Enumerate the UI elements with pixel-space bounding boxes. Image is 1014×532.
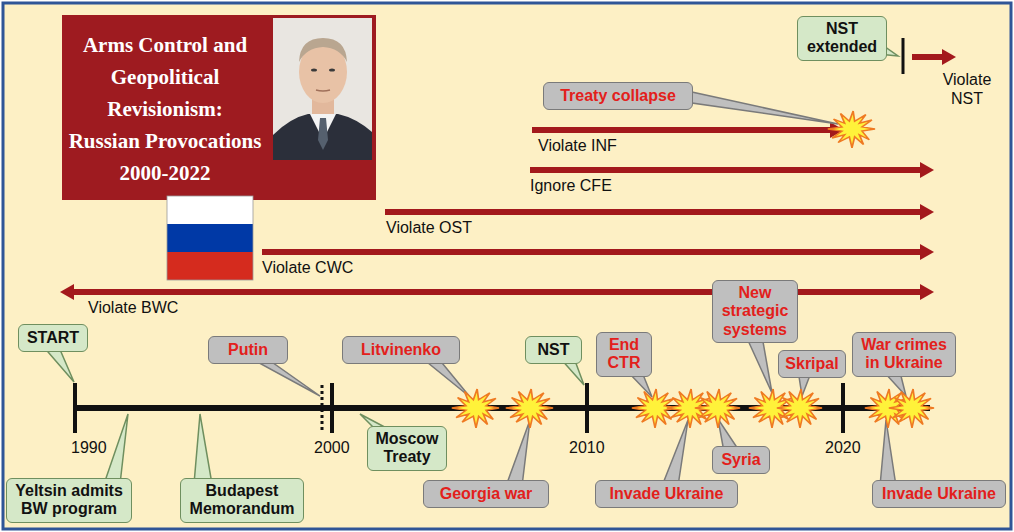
event-burst <box>695 389 740 428</box>
callout-text: Treaty collapse <box>560 87 676 105</box>
flag-stripe <box>167 252 253 280</box>
treaty-callout: Budapest Memorandum <box>180 478 304 523</box>
portrait-eye <box>311 68 317 71</box>
year-label: 2010 <box>569 438 605 457</box>
decade-tick <box>330 383 334 433</box>
callout-text: Yeltsin admits BW program <box>11 482 127 519</box>
title-block: Arms Control and Geopolitical Revisionis… <box>60 29 270 189</box>
event-burst <box>777 389 822 428</box>
treaty-callout: START <box>18 324 88 352</box>
callout-pointer <box>746 336 772 393</box>
callout-pointer <box>104 414 128 484</box>
portrait <box>273 18 372 160</box>
event-burst <box>828 111 875 148</box>
treaty-callout: NST extended <box>797 16 887 61</box>
callout-text: NST <box>538 341 570 359</box>
provocation-callout: Putin <box>208 336 288 364</box>
dotted-marker <box>321 385 324 431</box>
arrow-label: Ignore CFE <box>530 176 612 195</box>
provocation-callout: New strategic systems <box>712 280 798 343</box>
callout-text: Budapest Memorandum <box>185 482 299 519</box>
callout-text: War crimes in Ukraine <box>857 336 951 373</box>
treaty-arrow <box>385 209 922 215</box>
callout-text: Invade Ukraine <box>882 485 996 503</box>
year-label: 1990 <box>71 438 107 457</box>
year-label: 2000 <box>314 438 350 457</box>
flag-stripe <box>167 224 253 252</box>
treaty-callout: Moscow Treaty <box>367 426 447 471</box>
russian-flag <box>167 196 253 280</box>
flag-stripe <box>167 196 253 224</box>
arrow-label: Violate CWC <box>262 258 353 277</box>
portrait-mouth <box>316 90 330 91</box>
callout-text: Litvinenko <box>361 341 441 359</box>
portrait-ground <box>273 18 372 160</box>
callout-text: Syria <box>721 451 760 469</box>
portrait-eye <box>329 68 335 71</box>
portrait-hair <box>299 38 347 62</box>
provocation-callout: Litvinenko <box>342 336 460 364</box>
callout-text: New strategic systems <box>717 284 793 339</box>
treaty-callout: Yeltsin admits BW program <box>6 478 132 523</box>
diagram-title: Arms Control and Geopolitical Revisionis… <box>69 33 262 185</box>
provocation-callout: Treaty collapse <box>543 82 693 110</box>
decade-tick <box>73 383 77 433</box>
callout-pointer <box>678 89 838 124</box>
callout-pointer <box>880 420 896 486</box>
provocation-callout: War crimes in Ukraine <box>852 332 956 377</box>
event-burst <box>452 389 499 428</box>
callout-text: START <box>27 329 79 347</box>
portrait-tie <box>318 118 328 150</box>
callout-pointer <box>194 414 212 484</box>
treaty-arrow <box>530 167 922 173</box>
callout-pointer <box>662 420 688 486</box>
arrow-label: Violate OST <box>386 218 472 237</box>
provocation-callout: Invade Ukraine <box>595 480 738 508</box>
provocation-callout: Invade Ukraine <box>872 480 1006 508</box>
callout-text: Invade Ukraine <box>610 485 724 503</box>
event-burst <box>889 389 934 428</box>
frame <box>3 3 1011 529</box>
portrait-suit <box>273 114 372 160</box>
event-burst <box>506 389 553 428</box>
flag-outline <box>167 196 253 280</box>
provocation-callout: Skripal <box>778 350 846 378</box>
decade-tick <box>585 383 589 433</box>
callout-pointer <box>506 420 530 486</box>
callout-text: Moscow Treaty <box>372 430 442 467</box>
extension-tick <box>902 38 905 74</box>
callout-text: Skripal <box>785 355 838 373</box>
treaty-arrow <box>532 127 832 133</box>
provocation-callout: Georgia war <box>423 480 549 508</box>
decade-tick <box>841 383 845 433</box>
treaty-callout: NST <box>525 336 582 364</box>
provocation-callout: Syria <box>712 446 770 474</box>
callout-text: End CTR <box>601 336 647 373</box>
arrow-label: Violate INF <box>538 136 617 155</box>
treaty-arrow <box>912 54 944 60</box>
title-panel <box>62 15 376 200</box>
callout-text: NST extended <box>802 20 882 57</box>
callout-text: Putin <box>228 341 268 359</box>
arrow-label: Violate BWC <box>88 298 178 317</box>
arrow-label: Violate NST <box>936 70 998 108</box>
year-label: 2020 <box>825 438 861 457</box>
provocation-callout: End CTR <box>596 332 652 377</box>
callout-text: Georgia war <box>440 485 532 503</box>
treaty-arrow <box>262 249 922 255</box>
